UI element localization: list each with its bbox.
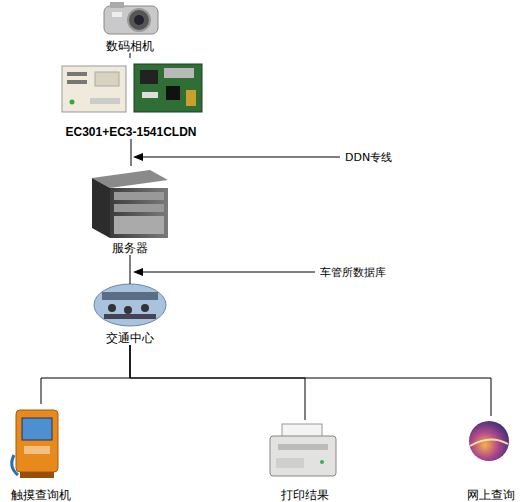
icon-node: 数码相机	[90, 0, 170, 53]
leader-arrow	[133, 268, 315, 276]
connector-path	[130, 345, 305, 420]
icon-node: 触摸查询机	[0, 404, 82, 502]
kiosk-icon	[12, 410, 58, 478]
computer-box-icon	[62, 66, 126, 112]
node-label: 交通中心	[106, 331, 154, 345]
connector-path	[130, 53, 131, 58]
server-icon	[92, 170, 168, 238]
node-label: 触摸查询机	[11, 488, 71, 502]
connector-path	[130, 345, 491, 416]
icon-node: EC301+EC3-1541CLDN	[40, 58, 222, 139]
icon-node: 网上查询	[455, 416, 527, 502]
line-label: 车管所数据库	[320, 266, 386, 279]
globe-icon	[469, 421, 509, 461]
connector-line	[130, 345, 305, 420]
icon-node: 服务器	[85, 166, 175, 255]
connector-line	[130, 255, 131, 284]
line-label: DDN专线	[345, 151, 392, 164]
connector-path	[130, 255, 131, 284]
connector-path	[131, 139, 132, 166]
connector-line	[130, 345, 491, 416]
circuit-board-icon	[134, 64, 202, 112]
connector-line	[41, 345, 130, 404]
control-room-icon	[94, 284, 166, 326]
node-label: 网上查询	[467, 488, 515, 502]
leader-arrow	[133, 153, 340, 161]
node-label: EC301+EC3-1541CLDN	[65, 125, 196, 139]
node-label: 数码相机	[106, 39, 154, 53]
connector-line	[130, 53, 131, 58]
camera-icon	[104, 2, 158, 34]
printer-icon	[270, 424, 336, 476]
connector-line	[131, 139, 132, 166]
icon-node: 交通中心	[85, 284, 175, 345]
node-label: 服务器	[112, 241, 148, 255]
node-label: 打印结果	[281, 488, 329, 502]
icon-node: 打印结果	[265, 420, 345, 502]
connector-path	[41, 345, 130, 404]
